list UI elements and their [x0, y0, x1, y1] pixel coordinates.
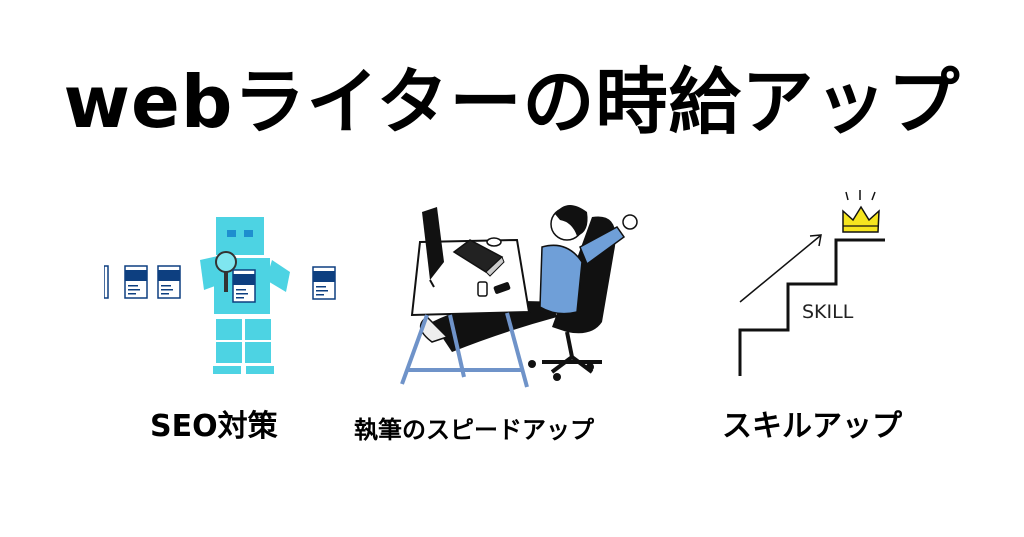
label-writing-speed: 執筆のスピードアップ [354, 416, 594, 444]
label-seo: SEO対策 [150, 409, 278, 444]
seo-robot-illustration [104, 217, 336, 374]
skill-stair-text: SKILL [802, 301, 854, 323]
page-title: webライターの時給アップ [63, 60, 961, 144]
label-skill-up: スキルアップ [722, 409, 902, 444]
person-at-desk-illustration [400, 204, 638, 388]
crown-icon [842, 205, 880, 233]
skill-stairs-illustration: SKILL [738, 190, 885, 376]
